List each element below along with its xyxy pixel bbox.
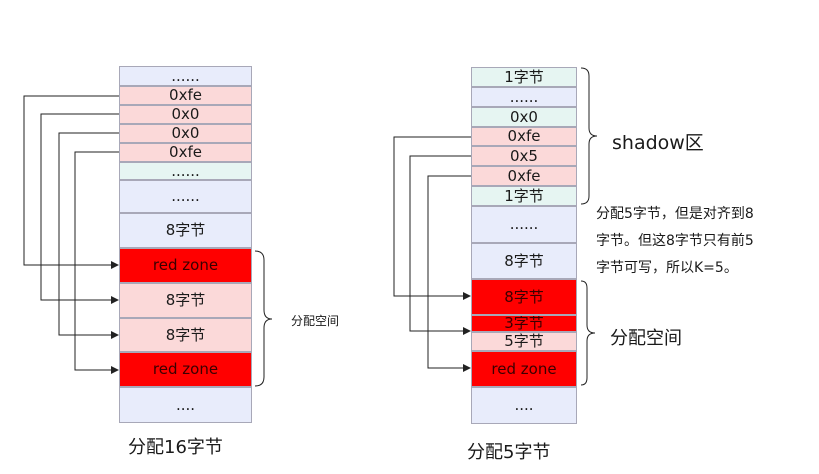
- left-cell-alloc-8-bytes-b: 8字节: [119, 318, 252, 352]
- left-cell-bottom-ellipsis: ....: [119, 387, 252, 423]
- right-cell-red-zone: red zone: [471, 351, 577, 387]
- alignment-note-line-1: 分配5字节，但是对齐到8: [596, 206, 754, 222]
- right-cell-shadow-0x5: 0x5: [471, 146, 577, 166]
- left-cell-top-ellipsis: ......: [119, 66, 252, 86]
- right-alloc-brace: [580, 280, 596, 386]
- right-cell-8-bytes-header: 8字节: [471, 243, 577, 279]
- right-cell-shadow-ellipsis: ......: [471, 87, 577, 107]
- left-cell-red-zone-top: red zone: [119, 248, 252, 283]
- right-cell-shadow-0x0: 0x0: [471, 107, 577, 127]
- left-cell-red-zone-bottom: red zone: [119, 352, 252, 387]
- left-arrow-0xfe-a: [23, 95, 119, 269]
- right-arrow-0xfe-b: [427, 175, 471, 372]
- left-cell-shadow-0xfe-a: 0xfe: [119, 86, 252, 105]
- right-cell-shadow-0xfe-a: 0xfe: [471, 127, 577, 146]
- left-cell-8-bytes-header: 8字节: [119, 213, 252, 248]
- right-cell-red-8-bytes: 8字节: [471, 279, 577, 315]
- left-cell-shadow-0x0-b: 0x0: [119, 124, 252, 143]
- right-cell-bottom-ellipsis: ....: [471, 387, 577, 424]
- alignment-note-line-3: 字节可写，所以K=5。: [596, 260, 738, 276]
- right-cell-shadow-0xfe-b: 0xfe: [471, 166, 577, 186]
- right-arrow-0x5: [409, 155, 471, 335]
- right-cell-1-byte-top: 1字节: [471, 67, 577, 87]
- left-brace: [254, 250, 273, 387]
- left-alloc-space-label: 分配空间: [291, 314, 340, 328]
- left-caption: 分配16字节: [128, 437, 223, 458]
- right-cell-alloc-5-bytes: 5字节: [471, 332, 577, 351]
- left-cell-shadow-0x0-a: 0x0: [119, 105, 252, 124]
- left-cell-shadow-0xfe-b: 0xfe: [119, 143, 252, 162]
- left-arrow-0xfe-b: [74, 151, 119, 374]
- left-cell-alloc-8-bytes-a: 8字节: [119, 283, 252, 318]
- shadow-brace: [580, 67, 598, 205]
- right-cell-mem-ellipsis: ......: [471, 206, 577, 243]
- left-arrow-0x0-b: [58, 132, 119, 339]
- right-cell-1-byte-bottom: 1字节: [471, 186, 577, 206]
- left-arrow-0x0-a: [40, 113, 119, 304]
- left-cell-mem-ellipsis: ......: [119, 180, 252, 213]
- right-caption: 分配5字节: [467, 442, 551, 463]
- alignment-note-line-2: 字节。但这8字节只有前5: [596, 233, 754, 249]
- right-arrow-0xfe-a: [393, 136, 471, 300]
- right-alloc-space-label: 分配空间: [610, 328, 682, 349]
- left-cell-shadow-ellipsis: ......: [119, 162, 252, 180]
- right-cell-red-3-bytes: 3字节: [471, 315, 577, 332]
- shadow-area-label: shadow区: [612, 132, 704, 154]
